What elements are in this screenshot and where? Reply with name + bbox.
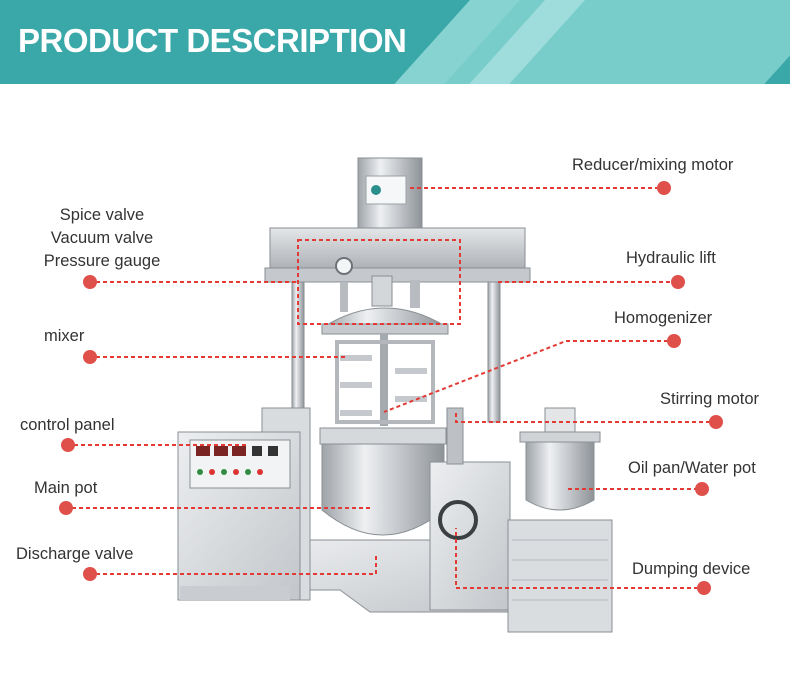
lift-column-right <box>487 281 501 423</box>
beam-base <box>264 267 531 283</box>
oil-water-pot <box>507 407 613 633</box>
hydraulic-lift-label: Hydraulic lift <box>626 249 716 267</box>
homogenizer-label: Homogenizer <box>614 309 713 327</box>
lift-column-left <box>291 281 305 423</box>
dumping-device-label: Dumping device <box>632 560 751 578</box>
mixer-label: mixer <box>44 327 85 345</box>
header-banner: PRODUCT DESCRIPTION <box>0 0 790 84</box>
oil-water-pot-label: Oil pan/Water pot <box>628 459 756 477</box>
stirring-motor-body <box>446 407 464 465</box>
mixer-paddles <box>335 334 435 426</box>
spice-valve-label: Spice valve <box>59 206 145 224</box>
reducer-motor-box <box>357 157 423 239</box>
discharge-valve-label: Discharge valve <box>16 545 134 563</box>
main-pot-label: Main pot <box>34 479 98 497</box>
pressure-gauge-label: Pressure gauge <box>43 252 161 270</box>
vacuum-valve-label: Vacuum valve <box>50 229 154 247</box>
control-cabinet <box>177 407 311 601</box>
page-title: PRODUCT DESCRIPTION <box>18 22 407 59</box>
valves-label-group: Spice valve Vacuum valve Pressure gauge <box>22 204 182 273</box>
stirring-motor-label: Stirring motor <box>660 390 760 408</box>
top-beam <box>269 227 526 273</box>
reducer-motor-label: Reducer/mixing motor <box>572 156 734 174</box>
control-panel-label: control panel <box>20 416 115 434</box>
